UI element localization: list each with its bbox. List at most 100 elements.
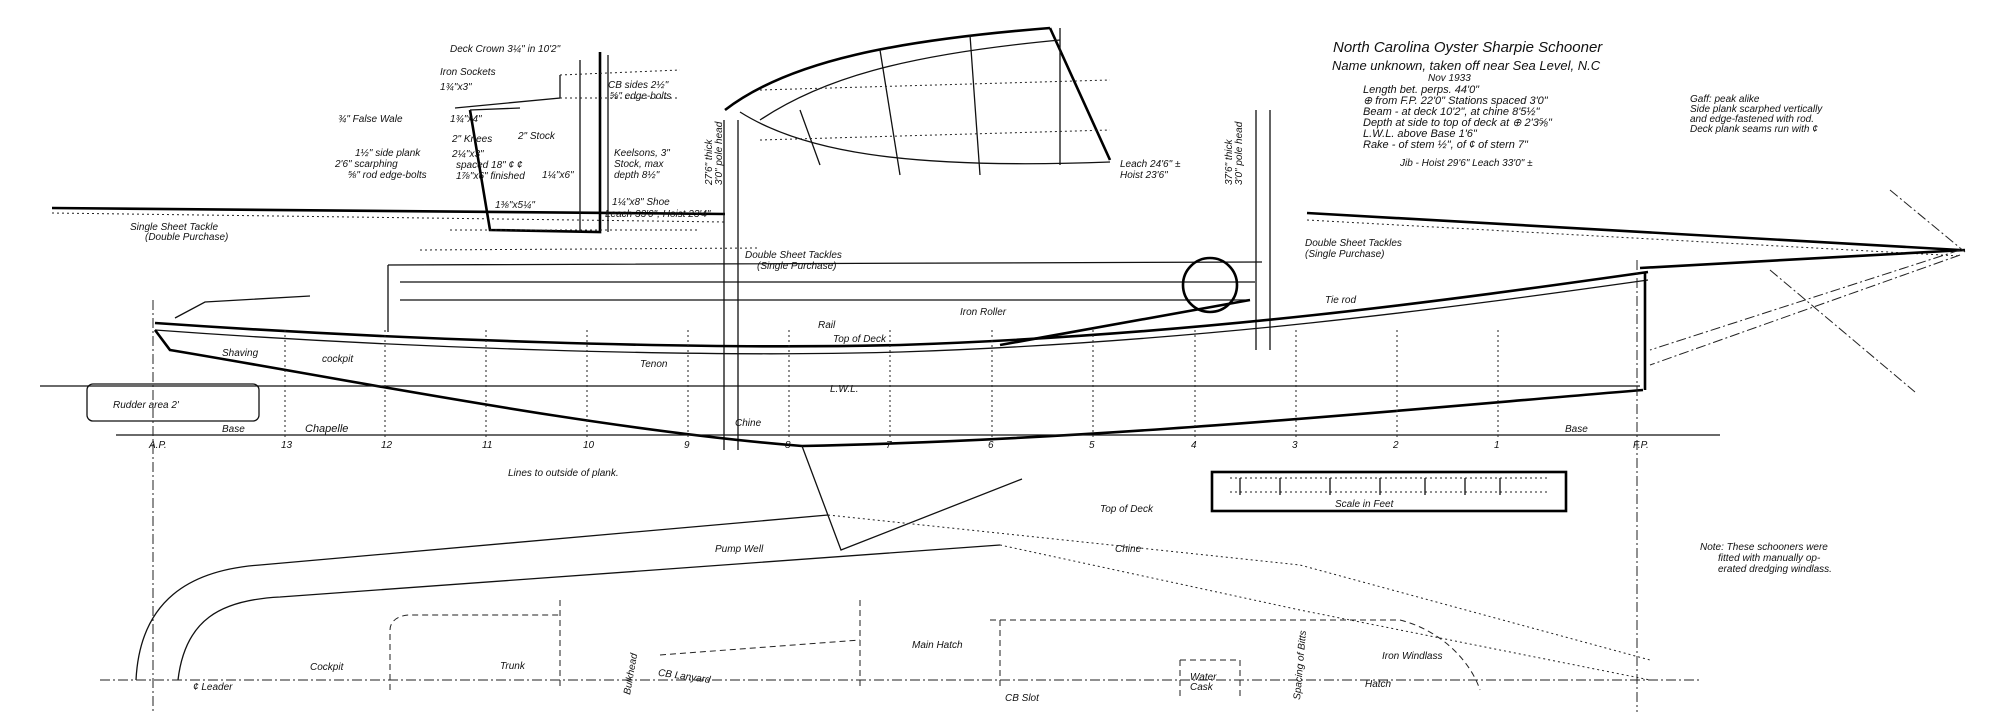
drawing-date: Nov 1933 <box>1428 73 1471 84</box>
hull-profile <box>153 256 1649 448</box>
main-mast <box>723 120 739 450</box>
station-label: 6 <box>988 440 994 451</box>
label: CB Lanyard <box>657 668 711 686</box>
rudder <box>86 383 260 422</box>
label: CB Slot <box>1005 693 1040 704</box>
station-label: 12 <box>381 440 393 451</box>
label: 37'6" thick <box>1224 139 1235 185</box>
label: Trunk <box>500 661 526 672</box>
label: spaced 18" ¢ ¢ <box>456 160 523 171</box>
note-line: Note: These schooners were <box>1700 542 1828 553</box>
label: Single Sheet Tackle <box>130 222 218 233</box>
label: Double Sheet Tackles <box>1305 238 1402 249</box>
fore-boom <box>1306 211 1961 257</box>
label: Lines to outside of plank. <box>508 468 619 479</box>
label: Rail <box>818 320 836 331</box>
station-label: 9 <box>684 440 690 451</box>
label: Base <box>222 424 245 435</box>
label: Top of Deck <box>833 334 887 345</box>
note-line: Side plank scarphed vertically <box>1690 104 1823 115</box>
note-line: Gaff: peak alike <box>1690 94 1760 105</box>
label: 2'6" scarphing <box>334 159 398 170</box>
label: 1¾"x4" <box>450 114 482 125</box>
drawing-subtitle: Name unknown, taken off near Sea Level, … <box>1332 58 1601 73</box>
station-label: 11 <box>482 440 492 451</box>
label: (Single Purchase) <box>757 261 836 272</box>
label: 3'0" pole head <box>1234 121 1245 185</box>
spec-line: Depth at side to top of deck at ⊕ 2'3⅝" <box>1363 117 1553 129</box>
label: Cask <box>1190 682 1214 693</box>
spec-line: Beam - at deck 10'2", at chine 8'5½" <box>1363 106 1541 118</box>
main-boom <box>51 206 726 223</box>
label: Main Hatch <box>912 640 963 651</box>
label: Stock, max <box>614 159 664 170</box>
drawing-title: North Carolina Oyster Sharpie Schooner <box>1333 39 1603 56</box>
title-block: North Carolina Oyster Sharpie Schooner N… <box>1332 39 1603 169</box>
station-label: 3 <box>1292 440 1298 451</box>
station-label: 8 <box>785 440 791 451</box>
scale-label: Scale in Feet <box>1335 499 1395 510</box>
label: ⅝" rod edge-bolts <box>348 170 427 181</box>
label: Shaving <box>222 348 259 359</box>
label: Cockpit <box>310 662 345 673</box>
bottom-note: Note: These schooners were fitted with m… <box>1700 542 1832 575</box>
note-line: and edge-fastened with rod. <box>1690 114 1814 125</box>
station-lines <box>284 330 1499 440</box>
label: Water <box>1190 672 1217 683</box>
midship-section <box>419 52 761 251</box>
label: 1⅞"x6" finished <box>456 171 525 182</box>
label: Top of Deck <box>1100 504 1154 515</box>
right-notes: Gaff: peak alike Side plank scarphed ver… <box>1690 94 1823 135</box>
label: Rudder area 2' <box>113 400 180 411</box>
label: Bulkhead <box>622 652 640 695</box>
label: ¾" False Wale <box>338 114 403 125</box>
label: Tie rod <box>1325 295 1356 306</box>
plan-labels: Top of Deck Chine Pump Well Trunk Cockpi… <box>193 504 1443 704</box>
section-labels: Deck Crown 3¼" in 10'2" Iron Sockets 1¾"… <box>334 43 711 220</box>
label: Leach 24'6" ± <box>1120 159 1181 170</box>
bowsprit <box>1639 189 1966 393</box>
label: Deck Crown 3¼" in 10'2" <box>450 43 561 55</box>
label: 2¼"x3" <box>451 148 484 160</box>
label: 2" Stock <box>517 131 556 142</box>
fore-mast <box>1255 110 1271 350</box>
label: Iron Sockets <box>440 67 496 78</box>
station-label: 7 <box>886 440 892 451</box>
label: 27'6" thick <box>704 139 715 186</box>
label: Chine <box>735 418 762 429</box>
note-line: fitted with manually op- <box>1718 553 1821 564</box>
waterline-baseline <box>40 260 1720 712</box>
label: Spacing of Bitts <box>1292 630 1309 700</box>
station-label: 4 <box>1191 440 1197 451</box>
spec-line: L.W.L. above Base 1'6" <box>1363 128 1478 140</box>
label: (Single Purchase) <box>1305 249 1384 260</box>
spec-line: ⊕ from F.P. 22'0" Stations spaced 3'0" <box>1363 95 1549 107</box>
spec-line: Rake - of stem ½", of ¢ of stern 7" <box>1363 139 1529 151</box>
note-line: erated dredging windlass. <box>1718 564 1832 575</box>
label: (Double Purchase) <box>145 232 228 243</box>
label: Tenon <box>640 359 668 370</box>
label: Base <box>1565 424 1588 435</box>
label: 3'0" pole head <box>714 121 725 185</box>
label: depth 8½" <box>614 170 660 181</box>
label: Hoist 23'6" <box>1120 170 1168 181</box>
label: Hatch <box>1365 679 1392 690</box>
label: CB sides 2½" <box>608 80 669 91</box>
station-label: 10 <box>583 440 595 451</box>
label: 2" Knees <box>451 134 492 145</box>
station-label: 2 <box>1392 440 1399 451</box>
centerboard <box>801 445 1023 551</box>
station-label: 1 <box>1494 440 1500 451</box>
mast-labels: 27'6" thick 3'0" pole head 37'6" thick 3… <box>130 121 1402 272</box>
label: L.W.L. <box>830 384 859 395</box>
label: Chine <box>1115 544 1142 555</box>
spec-line: Length bet. perps. 44'0" <box>1363 84 1480 96</box>
station-label: 5 <box>1089 440 1095 451</box>
scale-bar[interactable]: Scale in Feet <box>1210 470 1568 513</box>
station-label: 13 <box>281 440 293 451</box>
label: cockpit <box>322 354 354 365</box>
label: Keelsons, 3" <box>614 148 670 159</box>
note-line: Deck plank seams run with ¢ <box>1690 124 1818 135</box>
label: 1¼"x8" Shoe <box>612 196 670 208</box>
